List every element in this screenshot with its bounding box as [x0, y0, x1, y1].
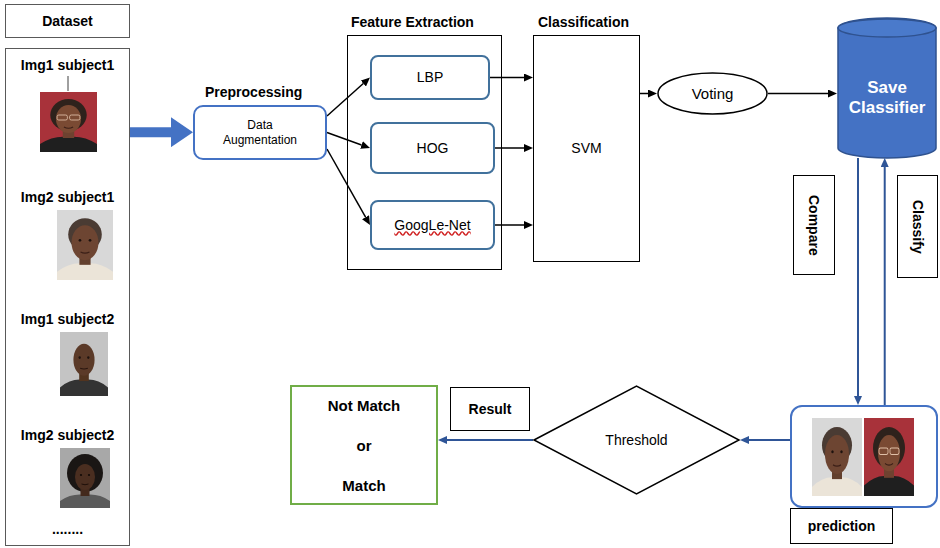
face-photo [40, 92, 97, 152]
decision-label: Threshold [533, 385, 740, 495]
classifier-box: ClassificationSVM [533, 35, 640, 262]
ellipsis-mark: ........ [6, 521, 129, 538]
voting-label: Voting [657, 72, 768, 115]
flow-arrow [884, 167, 886, 405]
cylinder-body [838, 18, 936, 158]
image-caption: Img1 subject1 [6, 57, 129, 74]
flow-arrow [490, 77, 524, 79]
flow-arrow [857, 158, 859, 396]
edge-label: Classify [897, 175, 938, 278]
voting-ellipse: Voting [657, 72, 768, 115]
prediction-box: prediction [790, 405, 938, 508]
stage-heading: Preprocessing [205, 84, 302, 101]
face-photo [57, 210, 113, 280]
image-caption: Img1 subject2 [6, 311, 129, 328]
result-text: or [292, 437, 436, 455]
result-box: Not Match orMatch [290, 385, 438, 505]
decision-diamond: Threshold [533, 385, 740, 495]
process-label: Data Augmentation [195, 107, 325, 158]
image-caption: Img2 subject2 [6, 427, 129, 444]
process-box: PreprocessingData Augmentation [193, 105, 327, 160]
image-caption: Img2 subject1 [6, 189, 129, 206]
face-photo [60, 448, 110, 508]
dataset-title-box: Dataset [5, 4, 130, 38]
stage-group-box: Feature ExtractionLBPHOGGoogLe-Net [347, 35, 502, 270]
flow-arrow [768, 93, 828, 95]
connector-group [130, 78, 885, 441]
feature-label: LBP [372, 57, 488, 98]
flow-arrow [447, 439, 533, 441]
flow-arrow [327, 133, 362, 145]
flow-arrow [640, 93, 648, 95]
feature-box: HOG [370, 122, 495, 174]
result-text: Not Match [292, 397, 436, 415]
edge-label: Result [450, 387, 530, 431]
storage-label: Save Classifier [837, 38, 937, 158]
flow-arrow [749, 439, 790, 441]
dataset-panel: Img1 subject1Img2 subject1Img1 subject2I… [5, 48, 130, 546]
dataset-title: Dataset [6, 5, 129, 37]
edge-label: Compare [793, 175, 835, 275]
face-photo [60, 332, 108, 396]
face-photo [864, 418, 914, 496]
leader-line [68, 76, 69, 91]
feature-label: HOG [372, 124, 493, 172]
stage-heading: Feature Extraction [351, 14, 474, 31]
diamond-outline [534, 386, 739, 494]
classifier-label: SVM [534, 36, 639, 261]
feature-box: GoogLe-Net [370, 200, 495, 250]
block-arrow [130, 127, 171, 137]
flow-arrow [495, 147, 524, 149]
prediction-label: prediction [790, 508, 893, 544]
ellipse-outline [658, 73, 767, 114]
cylinder-top [838, 19, 936, 37]
feature-label: GoogLe-Net [372, 202, 493, 248]
face-photo [812, 418, 862, 496]
storage-cylinder: Save Classifier [837, 18, 937, 158]
flow-arrow [495, 224, 524, 226]
feature-box: LBP [370, 55, 490, 100]
flow-arrow [327, 84, 363, 116]
result-text: Match [292, 477, 436, 495]
stage-heading: Classification [538, 14, 629, 31]
